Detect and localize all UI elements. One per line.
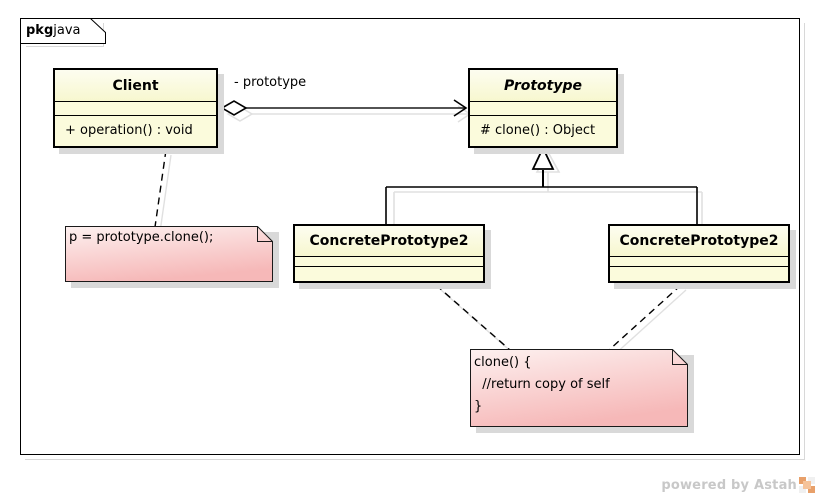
client-class[interactable]: Client + operation() : void: [53, 68, 218, 148]
package-keyword: pkg: [26, 23, 54, 38]
watermark-text: powered by Astah: [661, 477, 797, 493]
package-frame-shadow: [25, 23, 805, 460]
client-class-name: Client: [55, 70, 216, 102]
association-label: - prototype: [234, 75, 307, 90]
concrete-right-class-attributes: [610, 257, 788, 267]
note-clone[interactable]: clone() { //return copy of self }: [470, 349, 688, 427]
note-client-text: p = prototype.clone();: [69, 230, 214, 245]
concrete-left-class[interactable]: ConcretePrototype2: [293, 224, 485, 283]
note-clone-line-2: //return copy of self: [474, 377, 610, 392]
prototype-class-operation: # clone() : Object: [470, 116, 616, 146]
client-class-operation: + operation() : void: [55, 116, 216, 146]
prototype-class-name: Prototype: [470, 70, 616, 102]
prototype-class-attributes: [470, 102, 616, 116]
note-client[interactable]: p = prototype.clone();: [65, 226, 273, 282]
watermark: powered by Astah: [661, 477, 815, 493]
concrete-left-class-attributes: [295, 257, 483, 267]
package-tab[interactable]: [20, 18, 106, 44]
note-clone-line-1: clone() {: [474, 355, 532, 370]
concrete-right-class-name: ConcretePrototype2: [610, 226, 788, 257]
concrete-right-class[interactable]: ConcretePrototype2: [608, 224, 790, 283]
note-clone-line-3: }: [474, 399, 483, 414]
package-tab-label: pkgjava: [26, 20, 81, 42]
astah-logo-icon: [799, 477, 815, 493]
client-class-attributes: [55, 102, 216, 116]
prototype-class[interactable]: Prototype # clone() : Object: [468, 68, 618, 148]
concrete-left-class-operations: [295, 267, 483, 281]
concrete-left-class-name: ConcretePrototype2: [295, 226, 483, 257]
package-name: java: [53, 23, 81, 38]
concrete-right-class-operations: [610, 267, 788, 281]
